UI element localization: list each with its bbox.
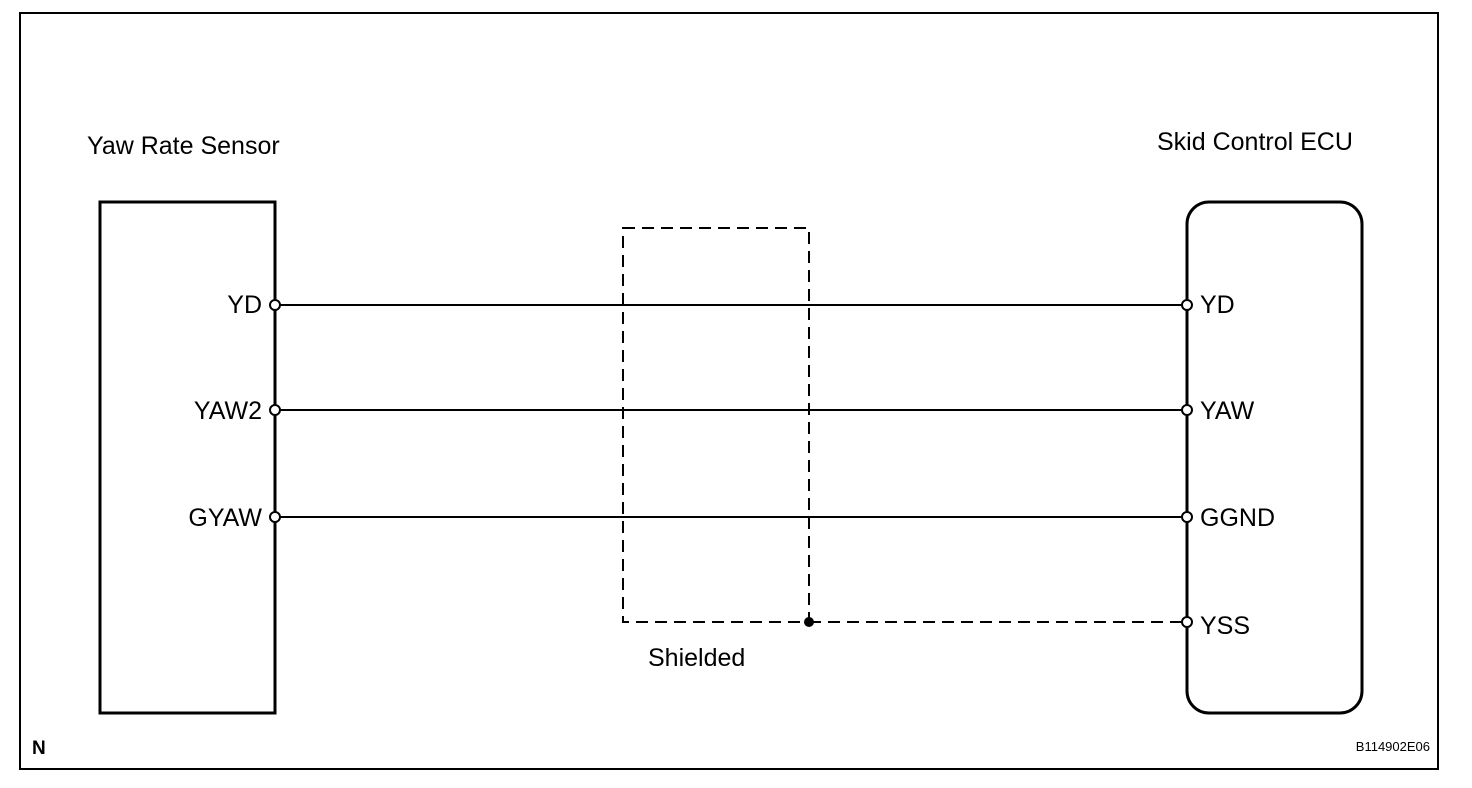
left-terminal-yd <box>269 299 281 311</box>
figure-code: B114902E06 <box>1356 739 1430 754</box>
right-terminal-yss <box>1181 616 1193 628</box>
left-terminal-yaw2 <box>269 404 281 416</box>
corner-mark: N <box>32 738 46 759</box>
right-pin-label-yd: YD <box>1200 291 1235 319</box>
diagram-frame <box>19 12 1439 770</box>
right-terminal-yaw <box>1181 404 1193 416</box>
right-pin-label-yss: YSS <box>1200 612 1250 640</box>
right-terminal-yd <box>1181 299 1193 311</box>
left-terminal-gyaw <box>269 511 281 523</box>
left-pin-label-gyaw: GYAW <box>188 504 262 532</box>
right-pin-label-ggnd: GGND <box>1200 504 1275 532</box>
shield-junction-dot <box>804 617 814 627</box>
yaw-rate-sensor-title: Yaw Rate Sensor <box>87 132 280 160</box>
shield-label: Shielded <box>648 644 745 672</box>
right-pin-label-yaw: YAW <box>1200 397 1255 425</box>
left-pin-label-yd: YD <box>227 291 262 319</box>
skid-control-ecu-title: Skid Control ECU <box>1157 128 1353 156</box>
skid-control-ecu-box <box>1185 200 1364 715</box>
left-pin-label-yaw2: YAW2 <box>194 397 262 425</box>
yaw-rate-sensor-box <box>98 200 277 715</box>
shield-outline <box>622 227 810 623</box>
right-terminal-ggnd <box>1181 511 1193 523</box>
